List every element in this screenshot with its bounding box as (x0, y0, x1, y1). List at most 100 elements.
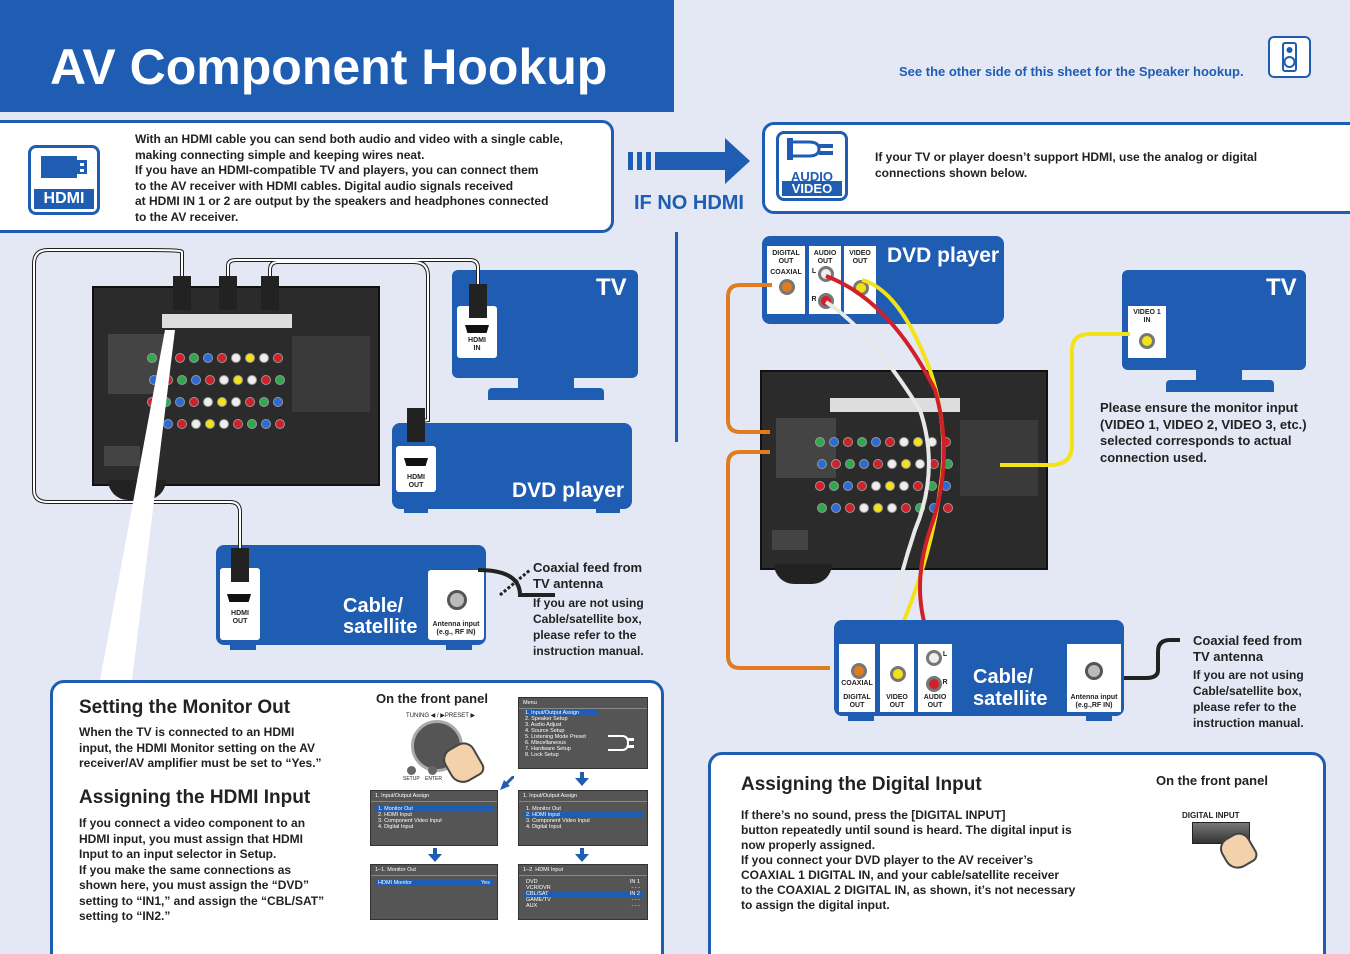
receiver-jack (901, 459, 911, 469)
receiver-jack (817, 459, 827, 469)
monitor-out-row-label: HDMI Monitor (378, 880, 412, 886)
receiver-jack (189, 397, 199, 407)
hdmi-input-name: CBL/SAT (526, 891, 549, 897)
hdmi-port-icon (227, 594, 251, 602)
receiver-jack (273, 397, 283, 407)
hdmi-input-row[interactable]: CBL/SAT IN 2 (523, 891, 643, 897)
right-cable-foot (848, 714, 874, 721)
setup-label: SETUP (403, 776, 420, 782)
hdmi-input-row[interactable]: GAME/TV- - - (523, 897, 643, 903)
receiver-jack (177, 375, 187, 385)
monitor-out-row[interactable]: HDMI Monitor Yes (375, 880, 493, 886)
left-dvd-port-label: HDMI OUT (407, 474, 425, 489)
receiver-jack (885, 437, 895, 447)
tuning-knob-label: TUNING ◀ / ▶PRESET ▶ (406, 713, 476, 719)
left-receiver-jacks (104, 314, 370, 466)
right-dvd-l-label: L (811, 268, 817, 275)
menu-item[interactable]: 7. Hardware Setup (525, 746, 571, 752)
receiver-jack (233, 419, 243, 429)
hdmi-input-value: IN 2 (629, 891, 640, 897)
menu-item[interactable]: 3. Audio Adjust (525, 722, 562, 728)
io-assign-screen-1: 1. Input/Output Assign 1. Monitor Out 2.… (370, 790, 498, 846)
orange-jack-icon (851, 663, 867, 679)
right-cable-label-2: satellite (973, 688, 1048, 710)
left-cable-foot (446, 643, 472, 650)
io-item[interactable]: 2. HDMI Input (378, 812, 412, 818)
receiver-jack (163, 419, 173, 429)
receiver-jack (913, 437, 923, 447)
io-assign-screen-2: 1. Input/Output Assign 1. Monitor Out 2.… (518, 790, 648, 846)
io-item[interactable]: 4. Digital Input (378, 824, 414, 830)
audio-video-icon: AUDIO VIDEO (776, 131, 848, 201)
menu-item[interactable]: 5. Listening Mode Preset (525, 734, 586, 740)
hdmi-input-name: AUX (526, 903, 538, 909)
left-dvd-label: DVD player (512, 479, 625, 502)
left-cable-label-2: satellite (343, 616, 418, 638)
receiver-jack (815, 481, 825, 491)
right-cable-audio-out-label: AUDIO OUT (923, 694, 947, 709)
receiver-jack (233, 375, 243, 385)
hdmi-port-icon (404, 458, 428, 466)
enter-button[interactable] (428, 766, 437, 775)
hdmi-port-icon (465, 325, 489, 333)
io-item[interactable]: 1. Monitor Out (526, 806, 561, 812)
hdmi-input-row[interactable]: VCR/DVR- - - (523, 885, 643, 891)
receiver-jack (901, 503, 911, 513)
receiver-jack (191, 419, 201, 429)
receiver-jack (899, 437, 909, 447)
left-tv-base (488, 388, 604, 400)
right-dvd-digital-out-label: DIGITAL OUT (772, 250, 800, 265)
yellow-jack-icon (1139, 333, 1155, 349)
arrow-down-icon (575, 848, 589, 862)
assigning-hdmi-title: Assigning the HDMI Input (79, 787, 311, 808)
analog-intro-line: connections shown below. (875, 165, 1028, 180)
hdmi-intro-line: at HDMI IN 1 or 2 are output by the spea… (135, 194, 549, 208)
receiver-jack (885, 481, 895, 491)
hdmi-intro-line: With an HDMI cable you can send both aud… (135, 132, 563, 146)
menu-item[interactable]: 2. Speaker Setup (525, 716, 568, 722)
receiver-jack (859, 459, 869, 469)
left-dvd-hdmi-port (396, 446, 436, 492)
receiver-jack (845, 503, 855, 513)
right-tv-stand (1196, 368, 1242, 382)
hdmi-intro-panel (0, 120, 614, 233)
receiver-jack (231, 353, 241, 363)
left-tv-port-label: HDMI IN (468, 337, 486, 352)
right-tv-base (1166, 380, 1274, 392)
right-cable-video-out-label: VIDEO OUT (886, 694, 908, 709)
monitor-out-title: 1–1. Monitor Out (371, 865, 497, 876)
right-cable-foot (1086, 714, 1112, 721)
right-cable-digital-out-label: DIGITAL OUT (843, 694, 871, 709)
hdmi-input-name: GAME/TV (526, 897, 551, 903)
menu-item[interactable]: 8. Lock Setup (525, 752, 559, 758)
av-jack-icon (608, 735, 634, 751)
menu-item[interactable]: 4. Source Setup (525, 728, 565, 734)
right-dvd-video-out-label: VIDEO OUT (849, 250, 871, 265)
receiver-jack (217, 397, 227, 407)
receiver-jack (147, 353, 157, 363)
io-item[interactable]: 2. HDMI Input (523, 812, 643, 818)
receiver-jack (259, 353, 269, 363)
hdmi-input-name: VCR/DVR (526, 885, 551, 891)
setup-button[interactable] (407, 766, 416, 775)
menu-item[interactable]: 1. Input/Output Assign (525, 710, 597, 716)
io-item[interactable]: 4. Digital Input (526, 824, 562, 830)
receiver-jack (887, 459, 897, 469)
digital-input-button-label: DIGITAL INPUT (1182, 811, 1240, 820)
hdmi-input-row[interactable]: AUX- - - (523, 903, 643, 909)
hdmi-icon-label: HDMI (34, 189, 94, 209)
right-cable-l-label: L (942, 651, 948, 658)
orange-jack-icon (779, 279, 795, 295)
receiver-jack (231, 397, 241, 407)
analog-intro-line: If your TV or player doesn’t support HDM… (875, 150, 1258, 164)
io-item[interactable]: 1. Monitor Out (375, 806, 493, 812)
hdmi-intro-text: With an HDMI cable you can send both aud… (135, 132, 605, 225)
menu-item[interactable]: 6. Miscellaneous (525, 740, 566, 746)
io-item[interactable]: 3. Component Video Input (526, 818, 590, 824)
receiver-jack (915, 459, 925, 469)
right-tv-port (1128, 306, 1166, 358)
io-item[interactable]: 3. Component Video Input (378, 818, 442, 824)
monitor-out-screen: 1–1. Monitor Out HDMI Monitor Yes (370, 864, 498, 920)
